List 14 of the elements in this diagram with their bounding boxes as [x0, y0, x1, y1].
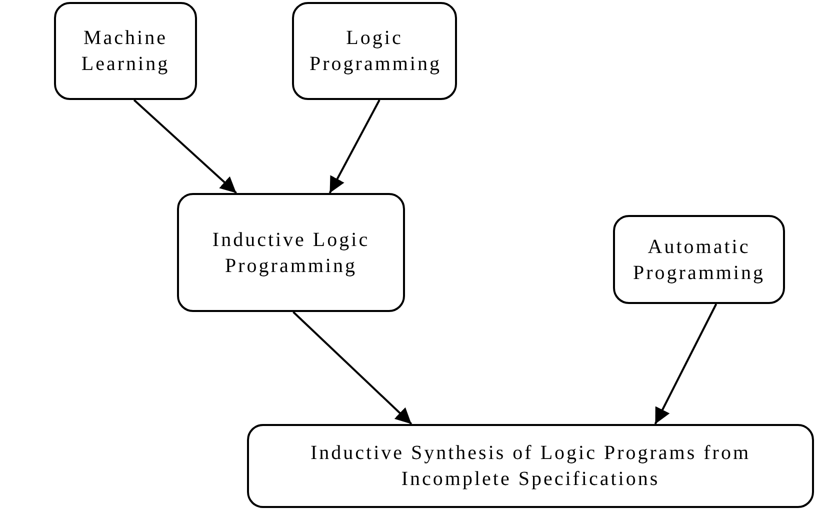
node-label: Inductive Logic Programming [211, 228, 371, 278]
arrow [328, 100, 380, 194]
arrow [292, 311, 412, 425]
rounded-box [613, 215, 785, 304]
node-label: Inductive Synthesis of Logic Programs from Incomplete Specifications [309, 441, 752, 492]
rounded-box [292, 2, 457, 100]
arrow [133, 99, 237, 194]
node-label: Machine Learning [80, 26, 171, 77]
node-label: Automatic Programming [632, 234, 766, 286]
rounded-box [54, 2, 197, 100]
rounded-box [247, 424, 814, 508]
rounded-box [177, 193, 405, 312]
node-label: Logic Programming [310, 26, 440, 77]
arrow [654, 304, 718, 424]
